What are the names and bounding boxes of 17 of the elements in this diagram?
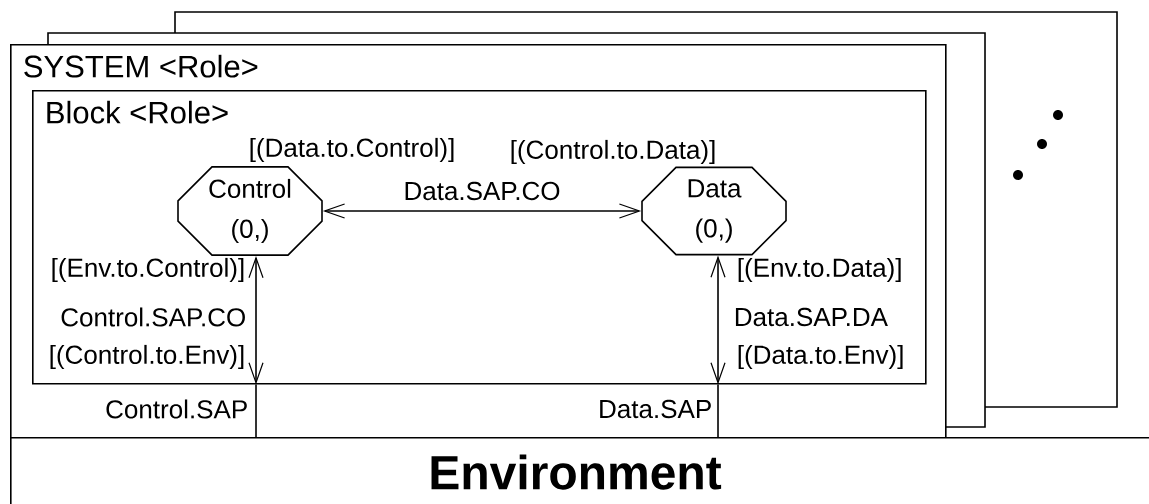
port-label: [(Env.to.Data)] <box>738 257 901 283</box>
arrow <box>248 255 264 385</box>
arrow <box>710 255 726 385</box>
edge-label: Control.SAP.CO <box>61 307 245 327</box>
port-label: [(Control.to.Env)] <box>50 344 244 370</box>
edge-label: Data.SAP.DA <box>735 307 888 327</box>
port-label: [(Data.to.Env)] <box>738 344 903 370</box>
port-label: [(Control.to.Data)] <box>511 139 715 165</box>
port-label: [(Data.to.Control)] <box>250 137 454 163</box>
edge-label: Control.SAP <box>106 399 247 419</box>
arrow <box>322 203 642 219</box>
edge-label: Data.SAP <box>600 399 711 419</box>
environment-box: Environment <box>10 437 1149 504</box>
port-label: [(Env.to.Control)] <box>52 257 244 283</box>
octagon-node: Data (0,) <box>641 166 787 256</box>
edge-label: Data.SAP.CO <box>405 181 560 201</box>
octagon-node: Control (0,) <box>177 166 323 256</box>
